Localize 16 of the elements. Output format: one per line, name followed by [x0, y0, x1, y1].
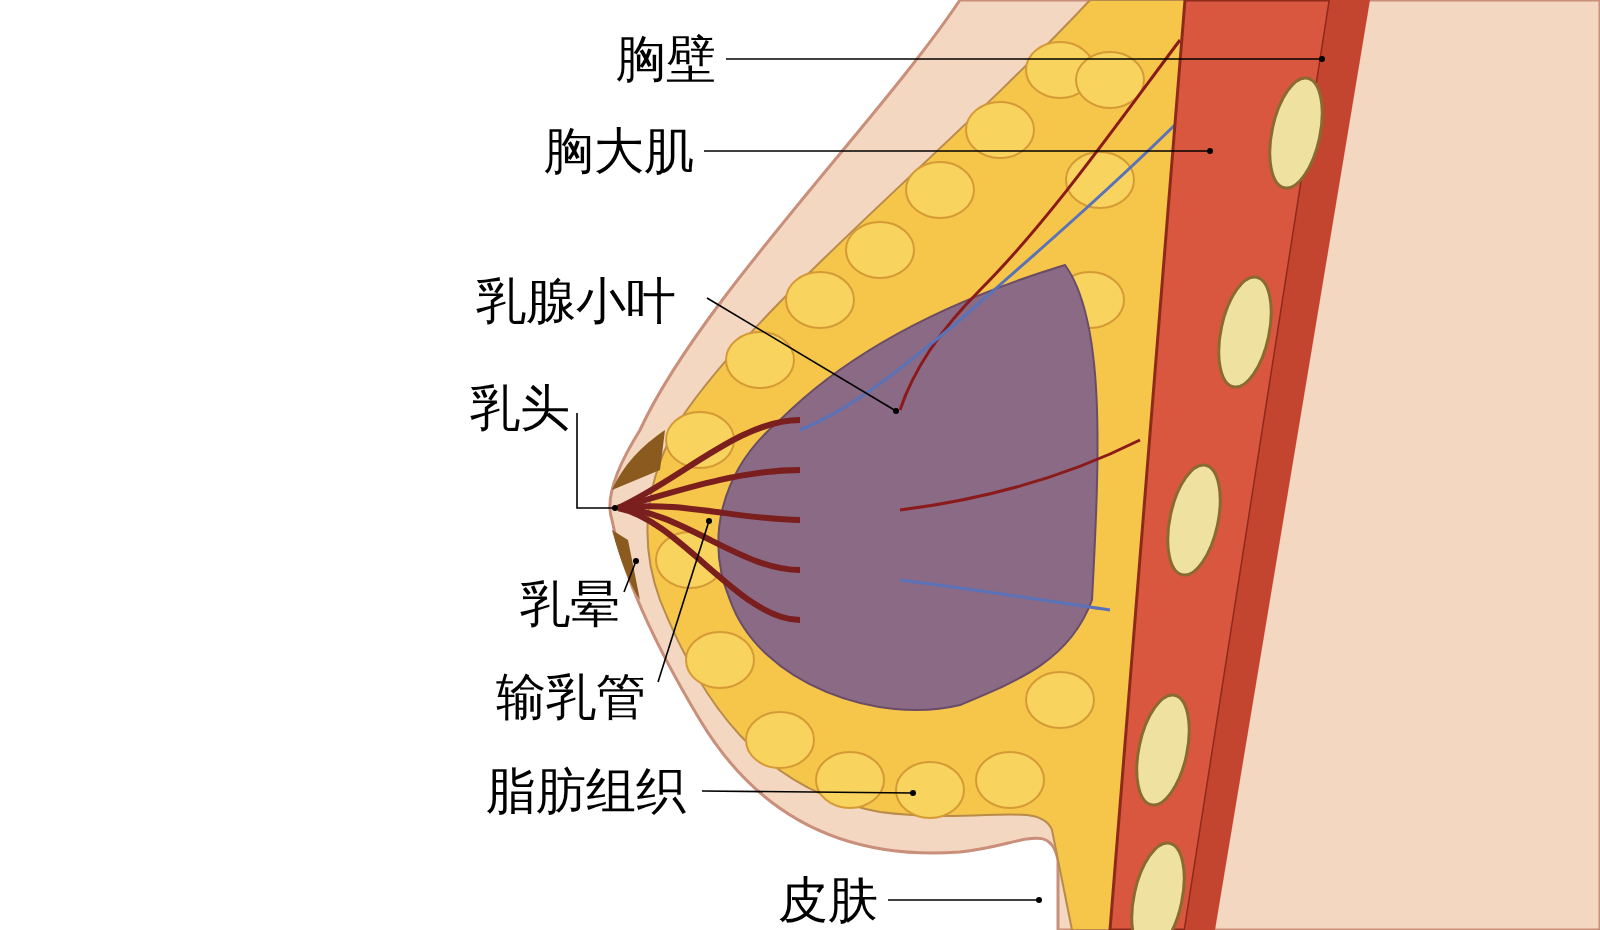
- leader-line: [706, 297, 899, 414]
- anatomy-label: 输乳管: [496, 672, 646, 722]
- leader-line: [623, 558, 639, 593]
- anatomy-label: 胸大肌: [544, 126, 694, 176]
- leader-line: [887, 897, 1042, 903]
- leader-line: [657, 518, 712, 683]
- leader-line: [701, 790, 916, 796]
- anatomy-label: 脂肪组织: [486, 766, 686, 816]
- anatomy-label: 乳腺小叶: [476, 276, 676, 326]
- leader-line: [576, 412, 618, 511]
- leader-line: [703, 148, 1213, 154]
- leader-line: [725, 56, 1325, 62]
- anatomy-label: 皮肤: [778, 875, 878, 925]
- anatomy-label: 乳头: [470, 383, 570, 433]
- anatomy-label: 胸壁: [616, 34, 716, 84]
- anatomy-label: 乳晕: [520, 579, 620, 629]
